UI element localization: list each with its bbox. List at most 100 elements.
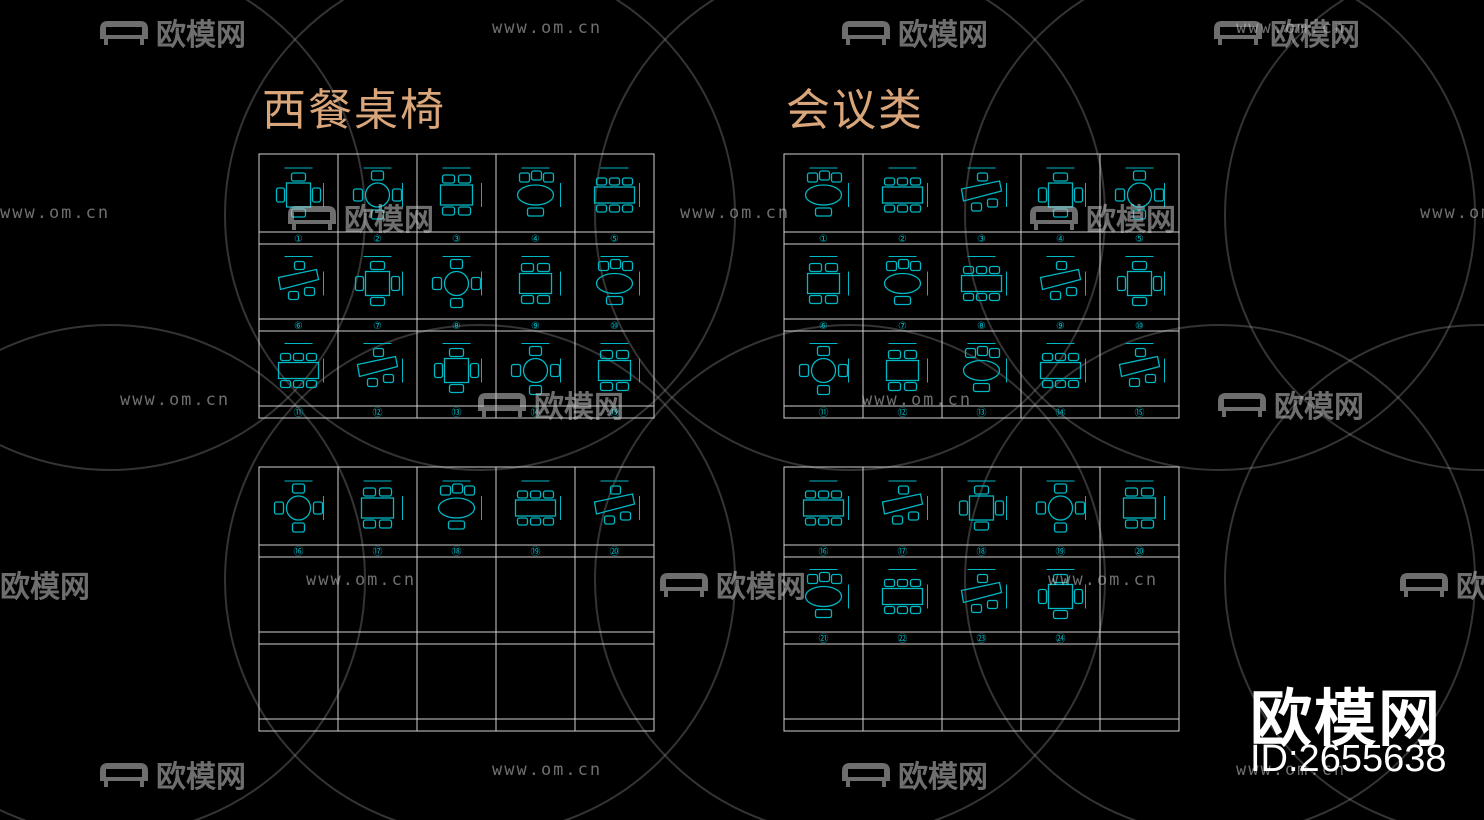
watermark-url: www.om.cn — [492, 18, 603, 38]
chair-symbol — [370, 170, 385, 181]
sofa-icon — [842, 21, 890, 45]
chair-symbol — [962, 292, 975, 302]
table-symbol — [277, 268, 320, 291]
chair-symbol — [390, 275, 401, 292]
table-symbol — [806, 272, 841, 295]
chair-symbol — [885, 260, 898, 272]
chair-symbol — [964, 347, 977, 359]
section-title-western-dining: 西餐桌椅 — [262, 85, 446, 136]
table-symbol — [1039, 268, 1082, 291]
chair-symbol — [1053, 522, 1068, 533]
chair-symbol — [1067, 352, 1080, 362]
chair-symbol — [549, 363, 561, 378]
chair-symbol — [896, 177, 909, 186]
chair-symbol — [451, 483, 464, 494]
chair-symbol — [976, 172, 989, 182]
chair-symbol — [975, 292, 988, 302]
item-number-label: ⑪ — [819, 407, 829, 419]
sofa-icon — [478, 393, 526, 417]
panel-border — [258, 153, 655, 419]
item-number-label: ⑰ — [373, 546, 383, 558]
chair-symbol — [883, 578, 896, 588]
chair-symbol — [1124, 519, 1139, 529]
chair-symbol — [903, 349, 918, 360]
chair-symbol — [619, 511, 632, 521]
chair-symbol — [273, 501, 285, 515]
item-number-label: ⑬ — [452, 407, 462, 419]
chair-symbol — [608, 177, 621, 186]
chair-symbol — [818, 571, 831, 583]
chair-symbol — [603, 515, 616, 525]
chair-symbol — [518, 172, 531, 183]
chair-symbol — [542, 490, 555, 499]
chair-symbol — [1128, 377, 1141, 388]
chair-symbol — [1114, 188, 1126, 202]
chair-symbol — [433, 362, 444, 379]
chair-symbol — [615, 381, 630, 392]
watermark-logo-text: 欧模网 — [1456, 570, 1484, 605]
chair-symbol — [962, 265, 975, 275]
chair-symbol — [1037, 588, 1048, 605]
table-symbol — [804, 585, 843, 608]
chair-symbol — [536, 294, 551, 305]
chair-symbol — [516, 490, 529, 499]
panel-border — [258, 466, 655, 732]
table-symbol — [968, 495, 995, 521]
table-symbol — [364, 270, 391, 297]
chair-symbol — [909, 177, 922, 186]
chair-symbol — [1131, 260, 1148, 271]
chair-symbol — [362, 519, 377, 529]
chair-symbol — [817, 490, 830, 499]
chair-symbol — [520, 294, 535, 305]
chair-symbol — [1124, 487, 1139, 497]
chair-symbol — [896, 578, 909, 588]
sofa-icon — [1214, 21, 1262, 45]
chair-symbol — [816, 384, 831, 396]
chair-symbol — [830, 573, 843, 585]
chair-symbol — [441, 206, 456, 216]
chair-symbol — [830, 172, 843, 183]
item-number-label: ⑭ — [1056, 407, 1066, 419]
chair-symbol — [536, 262, 551, 273]
item-number-label: ② — [373, 234, 382, 245]
table-symbol — [1047, 495, 1074, 521]
item-number-label: ⑩ — [610, 321, 619, 332]
chair-symbol — [896, 605, 909, 615]
table-symbol — [522, 357, 549, 384]
item-number-label: ③ — [977, 234, 986, 245]
chair-symbol — [994, 500, 1005, 516]
table-symbol — [514, 499, 557, 517]
chair-symbol — [816, 345, 831, 357]
table-symbol — [962, 359, 1001, 382]
table-symbol — [597, 359, 632, 382]
chair-symbol — [986, 599, 999, 610]
chair-symbol — [1073, 588, 1084, 605]
chair-symbol — [470, 276, 482, 291]
chair-symbol — [293, 260, 306, 271]
chair-symbol — [1054, 352, 1067, 362]
chair-symbol — [806, 172, 819, 183]
table-symbol — [443, 270, 470, 297]
watermark-url: www.om.cn — [0, 203, 111, 223]
watermark-url: www.om.cn — [1048, 570, 1159, 590]
chair-symbol — [808, 262, 823, 273]
section-title-meeting: 会议类 — [786, 85, 924, 136]
table-symbol — [885, 359, 920, 382]
table-symbol — [804, 184, 843, 206]
chair-symbol — [599, 381, 614, 392]
chair-symbol — [362, 487, 377, 497]
table-symbol — [1126, 182, 1153, 208]
item-number-label: ⑮ — [610, 407, 620, 419]
table-symbol — [960, 180, 1003, 202]
chair-symbol — [973, 521, 990, 531]
watermark-logo-text: 欧模网 — [534, 390, 624, 425]
sofa-icon — [660, 573, 708, 597]
chair-symbol — [887, 381, 902, 392]
chair-symbol — [279, 379, 292, 389]
chair-symbol — [292, 379, 305, 389]
chair-symbol — [1055, 260, 1068, 271]
chair-symbol — [976, 345, 989, 357]
